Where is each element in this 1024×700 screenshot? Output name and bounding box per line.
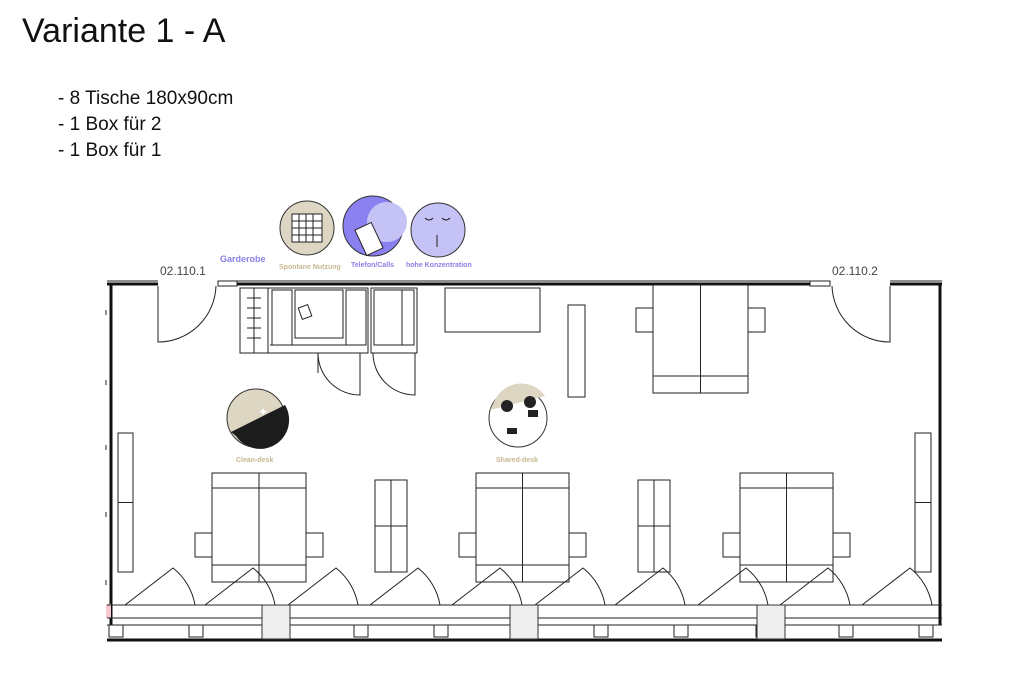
column (918, 624, 934, 638)
chair (305, 532, 324, 558)
zone-label-telefon: Telefon/Calls (351, 262, 394, 269)
column (838, 624, 854, 638)
focus-box-for-1 (370, 287, 418, 396)
desk-group-4-tables (458, 472, 587, 583)
window-sash (534, 567, 606, 606)
cabinet (117, 432, 134, 573)
window-sash (614, 567, 686, 606)
pillar (509, 604, 539, 640)
window-sash (451, 567, 523, 606)
window-sash (861, 567, 933, 606)
window-sash (124, 567, 196, 606)
pillar (261, 604, 291, 640)
window-sash (204, 567, 276, 606)
requirement-item: - 1 Box für 2 (58, 114, 162, 135)
column (188, 624, 204, 638)
room-label-left: 02.110.1 (160, 264, 206, 278)
column (108, 624, 124, 638)
cabinet (914, 432, 932, 573)
door-left[interactable] (157, 285, 217, 343)
cabinet (567, 304, 586, 398)
phone-call-icon (342, 195, 407, 257)
chair (722, 532, 741, 558)
window-sash (779, 567, 851, 606)
window-sash (697, 567, 769, 606)
desk-group-4-tables (635, 284, 766, 394)
requirements-list: - 8 Tische 180x90cm - 1 Box für 2 - 1 Bo… (58, 86, 233, 164)
requirement-item: - 1 Box für 1 (58, 140, 162, 161)
chair (458, 532, 477, 558)
column (353, 624, 369, 638)
chair (635, 307, 654, 333)
zone-label-spontane: Spontane Nutzung (279, 264, 341, 271)
desk-divider (653, 285, 748, 393)
zone-label-garderobe: Garderobe (220, 254, 266, 264)
phone-box-for-2 (267, 287, 369, 396)
desk-group-4-tables (194, 472, 324, 583)
calendar-icon (279, 200, 335, 256)
shared-desk-icon (488, 383, 548, 448)
window-sash (369, 567, 441, 606)
column (673, 624, 689, 638)
chair (568, 532, 587, 558)
door-right[interactable] (831, 285, 891, 343)
chair (747, 307, 766, 333)
quiet-face-icon (410, 202, 466, 258)
desk-divider (212, 473, 306, 582)
pillar (756, 604, 786, 640)
zone-label-konzentration: hohe Konzentration (406, 262, 472, 269)
window-sash (287, 567, 359, 606)
garderobe (239, 287, 269, 354)
column (433, 624, 449, 638)
chair (832, 532, 851, 558)
column (593, 624, 609, 638)
spontaneous-table (444, 287, 541, 333)
svg-text:✦: ✦ (258, 405, 268, 419)
desk-divider (476, 473, 569, 582)
room-label-right: 02.110.2 (832, 264, 878, 278)
cabinet (374, 479, 408, 573)
zone-label-clean: Clean-desk (236, 457, 273, 464)
page-title: Variante 1 - A (22, 12, 226, 50)
clean-desk-icon: ✦ (226, 388, 290, 449)
desk-group-4-tables (722, 472, 851, 583)
requirement-item: - 8 Tische 180x90cm (58, 88, 234, 109)
cabinet (637, 479, 671, 573)
zone-label-shared: Shared-desk (496, 457, 538, 464)
chair (194, 532, 213, 558)
desk-divider (740, 473, 833, 582)
walls (105, 280, 942, 642)
